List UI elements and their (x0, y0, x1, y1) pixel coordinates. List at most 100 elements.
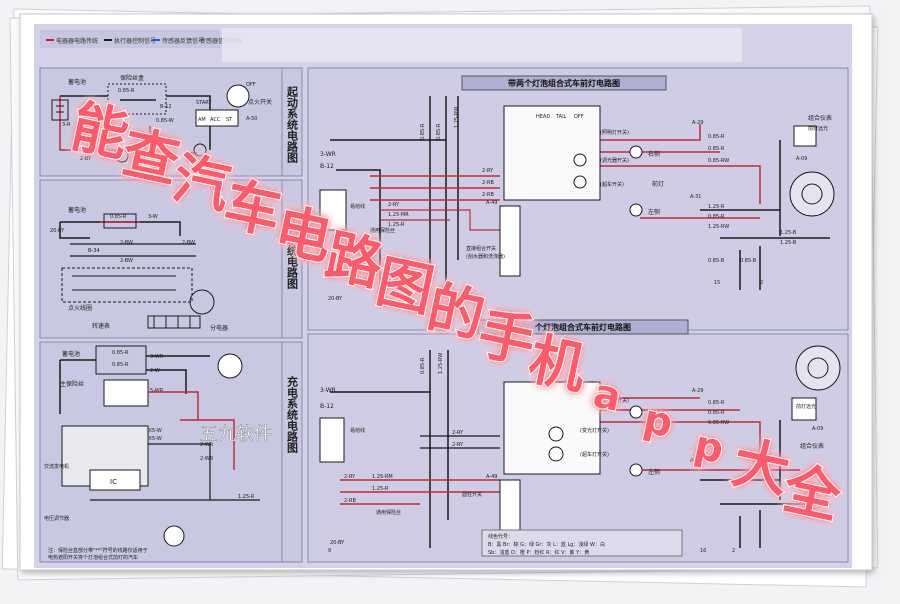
chg-wire-8: 2-WR (200, 442, 214, 448)
ign-wire-4: B-34 (88, 248, 100, 254)
start-term-start: START (196, 100, 212, 106)
start-term-off: OFF (246, 82, 256, 88)
legend-item-4: 传感器信号传统 (200, 37, 242, 45)
start-term-st: ST (226, 117, 233, 123)
overlay-title-char: 查 (117, 120, 185, 195)
ign-wire-5: 2-BW (182, 240, 195, 246)
ign-wire-1: 3-W (148, 214, 158, 220)
header-legend: 电器器电路传统 执行器控制信号 传感器反馈信号 传感器信号传统 (40, 30, 242, 48)
ign-distributor: 分电器 (210, 324, 228, 332)
headlight-top: 3-WR B-12 0.85-R 0.85-R 1.25-RW 2-RY 2-R… (319, 96, 835, 302)
hb-wire-4: 1.25-RW (438, 353, 444, 374)
ht-headlight: 前灯 (652, 180, 664, 188)
ht-wire-10: 1.25-R (388, 222, 405, 228)
ht-gauge-connector: A-09 (796, 156, 807, 162)
ht-rwire-5: A-31 (690, 194, 701, 200)
chg-wire-1: 0.85-R (112, 350, 129, 356)
ht-rwire-2: 0.85-R (708, 134, 725, 140)
bottom-diagram-title: 个灯泡组合式车前灯电路图 (534, 322, 631, 332)
ht-sw-label-1: (照明灯开关) (600, 129, 629, 136)
overlay-title-char: 图 (371, 249, 439, 324)
ht-wire-5: 1.25-RW (454, 107, 460, 128)
ht-ground-1: 15 (714, 280, 720, 286)
hb-wire-5: 2-RY (452, 430, 464, 436)
hb-column-switch: 圆柱开关 (462, 491, 482, 498)
overlay-title-char: 路 (320, 224, 389, 299)
ht-rwire-9: 1.25-B (780, 230, 797, 236)
watermark-text: 五九软件 (200, 424, 272, 445)
ht-right: 右侧 (648, 150, 660, 158)
hb-wire-10: 2-RB (344, 498, 356, 504)
ht-sw-label-2: (调光器开关) (600, 157, 629, 164)
ign-wire-6: 2-BW (120, 258, 133, 264)
ht-wire-4: 0.85-R (436, 123, 442, 140)
ht-rwire-11: 0.85-B (708, 258, 725, 264)
ht-connector: A-49 (486, 200, 497, 206)
ht-column-switch: 直接组合开关 (466, 245, 496, 252)
hb-gauge: 组合仪表 (800, 442, 824, 450)
start-battery-label: 蓄电池 (68, 78, 86, 86)
ign-coil: 点火线圈 (68, 304, 92, 312)
ht-wire-3: 0.85-R (420, 123, 426, 140)
headlight-bottom: 3-WR B-12 0.85-R 1.25-RW 2-RY 2-RY 1.25-… (319, 345, 841, 557)
start-wire-3: 0.85-W (156, 118, 174, 124)
hb-rwire-4: 0.85-RW (708, 420, 729, 426)
chg-note-1: 注：保险丝盒部分带"**"符号的线路仅适用于 (48, 547, 148, 554)
chg-wire-9: 2-WR (200, 456, 214, 462)
hb-wire-9: 2-RY (344, 474, 356, 480)
ht-rwire-8: 1.25-RW (708, 224, 729, 230)
hb-gauge-note: 前灯远光 (796, 403, 816, 410)
start-wire-5: 2-BY (80, 156, 92, 162)
ht-wire-6: 2-RY (482, 168, 494, 174)
chg-note-2: 电热遮阳开关将个灯泡组合式前灯的汽车 (48, 554, 138, 561)
hb-legend-row-1: B：黑 Br：棕 G：绿 Gr：灰 L：蓝 Lg：浅绿 W：白 (488, 541, 605, 548)
chg-wire-2: 0.85-R (112, 362, 129, 368)
hb-wire-2: B-12 (320, 403, 334, 410)
hb-wire-8: 1.25-R (372, 486, 389, 492)
ht-rwire-1: A-29 (692, 120, 703, 126)
ht-wire-8: 2-RB (482, 192, 494, 198)
hb-rwire-2: 0.85-R (708, 400, 725, 406)
ht-wire-1: 3-WR (320, 151, 336, 158)
hb-left: 左侧 (648, 468, 660, 476)
panel-label-charging: 充电系统电路图 (286, 375, 299, 454)
chg-wire-4: 2-W (150, 368, 160, 374)
hb-connector: A-49 (486, 474, 497, 480)
start-wire-1: 0.85-R (118, 88, 135, 94)
ign-wire-3: 2-BW (120, 240, 133, 246)
chg-wire-6: AVX5-W (142, 428, 162, 434)
hb-legend-title: 线色代号： (488, 533, 513, 540)
start-amp: A-50 (246, 116, 257, 122)
start-wire-4: 3-R (62, 122, 71, 128)
hb-wire-7: 1.25-RM (372, 474, 393, 480)
ht-washer-switch: (刮水器和洗涤器) (466, 253, 505, 260)
ign-speed: 转速表 (92, 322, 110, 330)
hb-legend-row-2: Sb：浅蓝 O：橙 P：粉红 R：红 V：紫 Y：黄 (488, 549, 589, 556)
ign-battery: 蓄电池 (68, 206, 86, 214)
chg-ic: IC (110, 478, 117, 486)
ht-ground: 20-BY (328, 296, 343, 302)
ign-fuse: 0.85-R (110, 214, 127, 220)
ht-rwire-7: 0.85-R (708, 214, 725, 220)
legend-item-2: 执行器控制信号 (114, 37, 156, 45)
hb-ground-3: 9 (328, 548, 331, 554)
overlay-title-char: 手 (473, 301, 541, 376)
chg-wire-5: 5-WR (150, 388, 164, 394)
hb-sw-label-1: (照明灯开关) (600, 397, 629, 404)
ht-sw-label-3: (超车开关) (600, 181, 624, 188)
legend-item-3: 传感器反馈信号 (162, 37, 204, 45)
ht-wire-2: B-12 (320, 163, 334, 170)
panel-label-start: 起动系统电路图 (286, 85, 300, 164)
ht-rwire-12: 0.85-B (740, 258, 757, 264)
bottom-title-box (477, 319, 689, 335)
start-wire-6: 2-BY (186, 152, 198, 158)
chg-wire-10: 1.25-R (238, 494, 255, 500)
chg-regulator: 电压调节器 (44, 515, 69, 522)
hb-wire-1: 3-WR (320, 387, 336, 394)
hb-ground-2: 2 (732, 548, 735, 554)
ht-gauge: 组合仪表 (808, 114, 832, 122)
ht-gauge-note: 前灯远光 (808, 125, 828, 132)
chg-fuse: 主保险丝 (60, 380, 84, 388)
start-fuse-label: 保险丝盒 (120, 74, 144, 82)
